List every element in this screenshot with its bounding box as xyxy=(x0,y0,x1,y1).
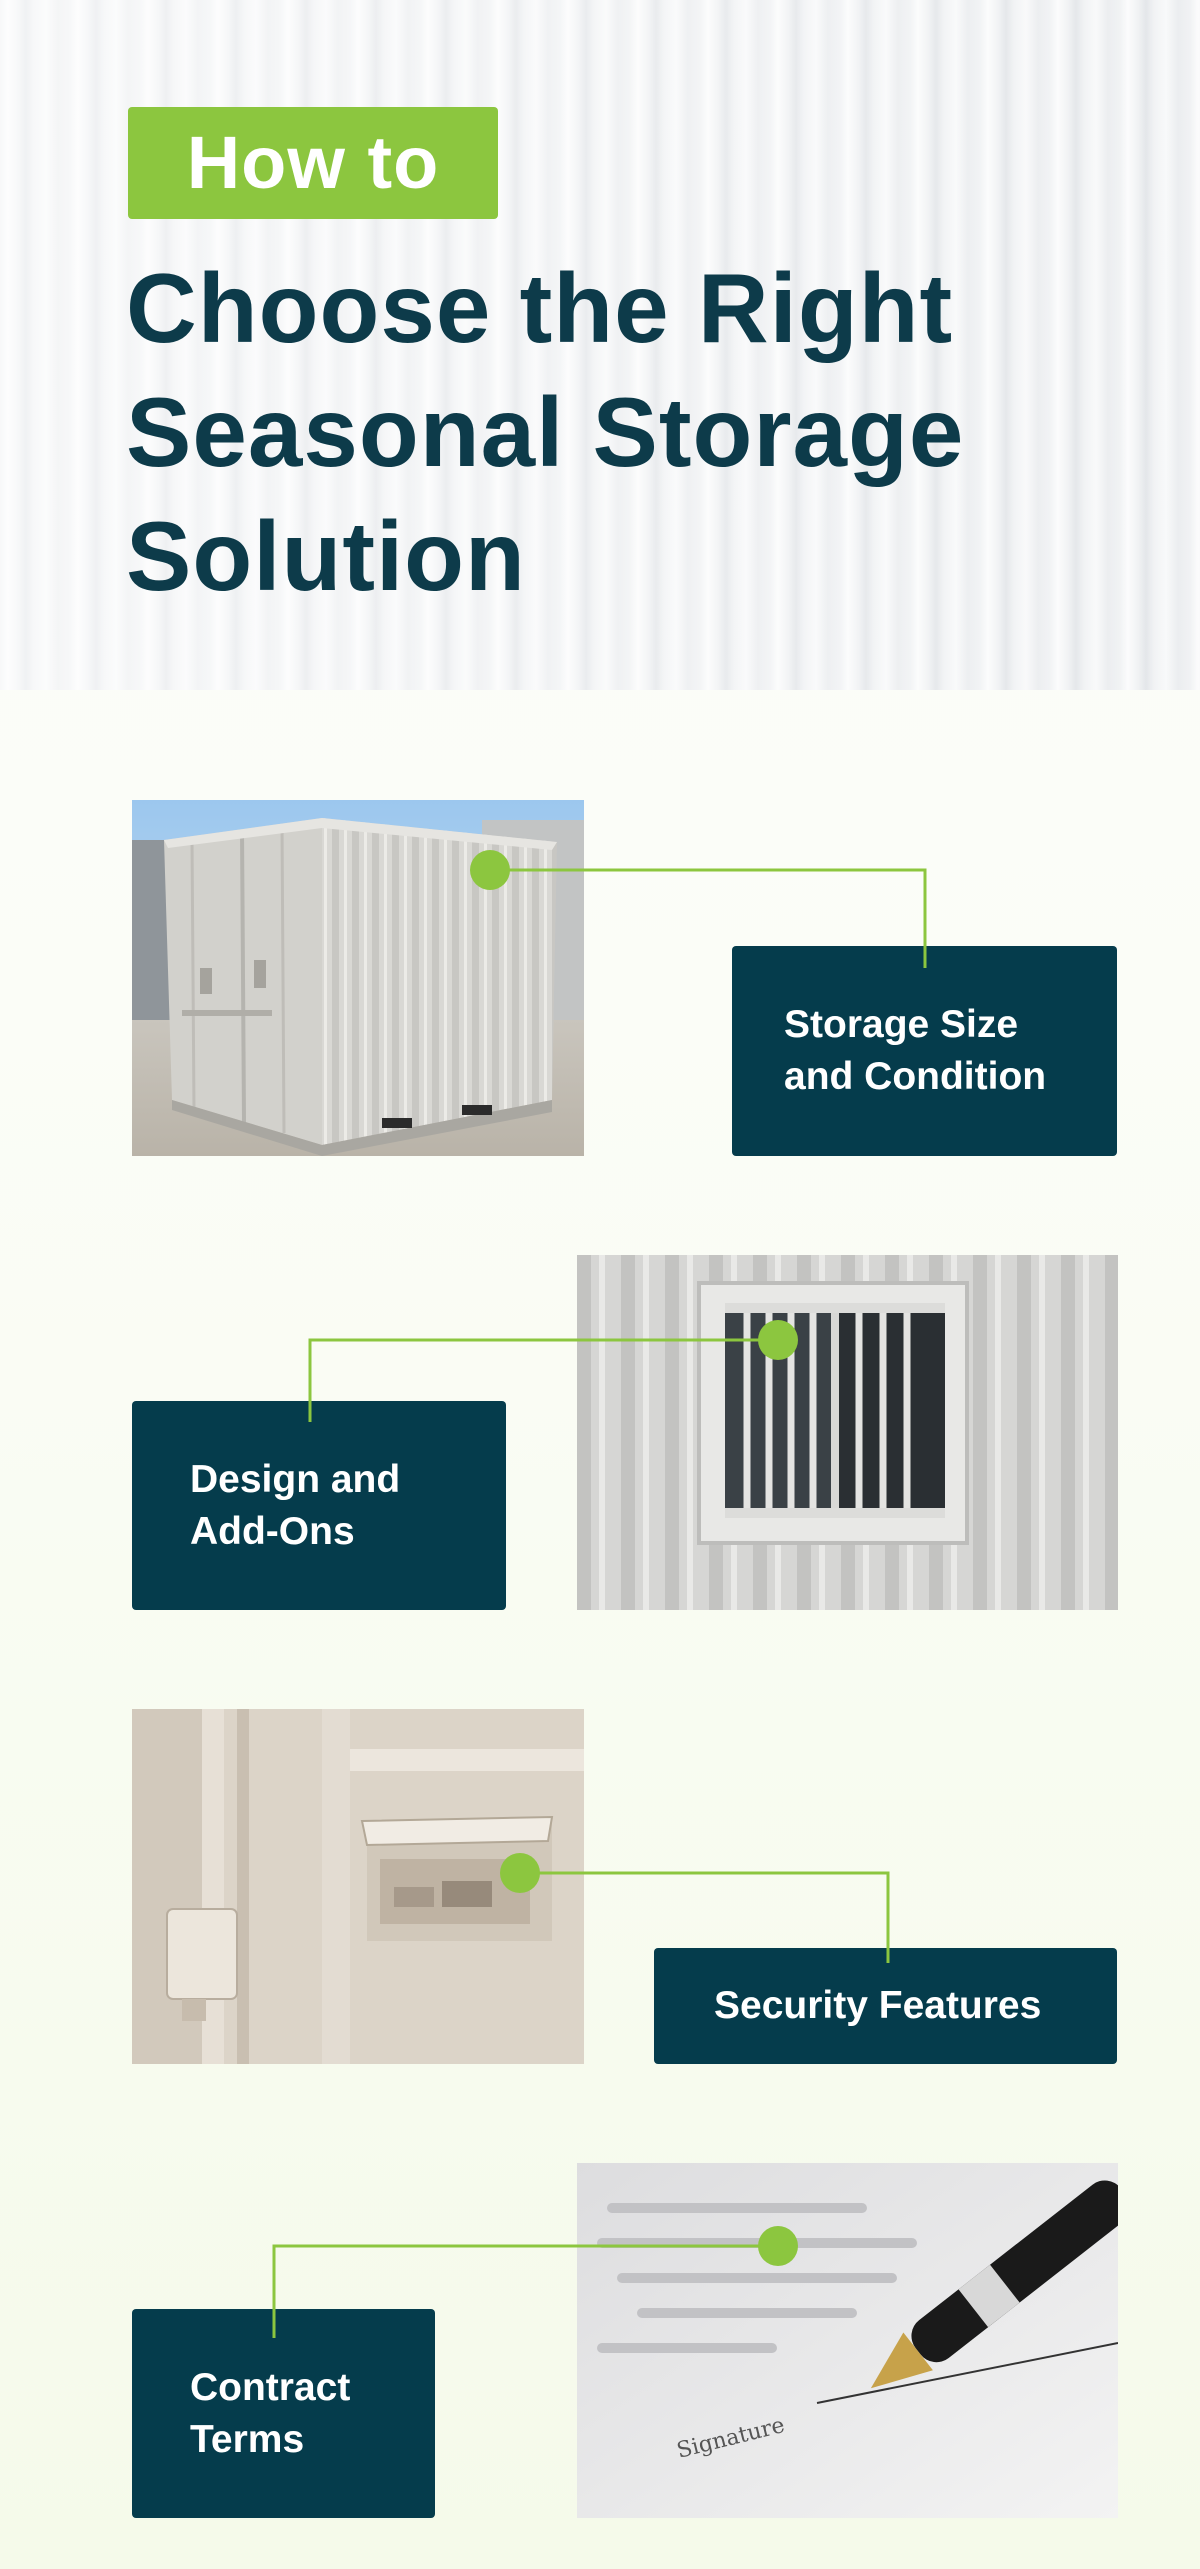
header-banner: How to Choose the Right Seasonal Storage… xyxy=(0,0,1200,690)
label-contract-terms: Contract Terms xyxy=(132,2309,435,2518)
how-to-tag: How to xyxy=(128,107,498,219)
label-security-features: Security Features xyxy=(654,1948,1117,2064)
title-line-2: Seasonal Storage xyxy=(126,377,965,487)
pen-signing-contract-photo: Signature xyxy=(577,2163,1118,2518)
title-line-1: Choose the Right xyxy=(126,253,954,363)
title-line-3: Solution xyxy=(126,501,526,611)
page-title: Choose the Right Seasonal Storage Soluti… xyxy=(126,246,1126,618)
barred-window-photo xyxy=(577,1255,1118,1610)
lockbox-photo xyxy=(132,1709,584,2064)
label-text: Storage Size and Condition xyxy=(784,1003,1047,1098)
label-text: Security Features xyxy=(714,1984,1042,2027)
label-design-add-ons: Design and Add-Ons xyxy=(132,1401,506,1610)
label-text: Design and Add-Ons xyxy=(190,1457,401,1553)
label-storage-size-condition: Storage Size and Condition xyxy=(732,946,1117,1156)
label-text: Contract Terms xyxy=(190,2365,351,2461)
shipping-container-photo xyxy=(132,800,584,1156)
